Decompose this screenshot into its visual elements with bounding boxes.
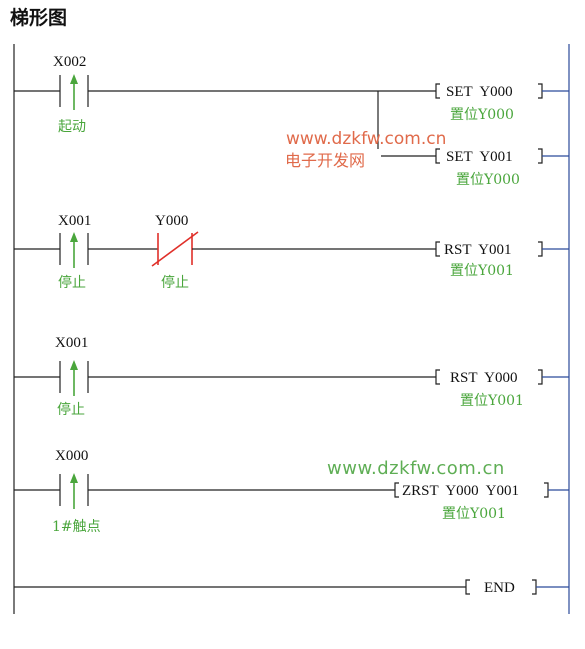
contact-address: Y000: [155, 213, 188, 229]
no-contact[interactable]: [59, 360, 89, 396]
watermark-site-name: 电子开发网: [285, 151, 365, 170]
watermark-url: www.dzkfw.com.cn: [286, 129, 446, 149]
instruction-comment: 置位Y001: [450, 263, 514, 279]
contact-label: 停止: [57, 401, 85, 418]
instruction-text: SET Y000: [446, 84, 513, 100]
no-contact[interactable]: [59, 74, 89, 110]
instruction-box[interactable]: SET Y000: [435, 83, 543, 100]
instruction-text: ZRST Y000 Y001: [402, 483, 519, 499]
diagram-title: 梯形图: [10, 6, 67, 29]
instruction-comment: 置位Y001: [460, 393, 524, 409]
contact-address: X001: [58, 213, 91, 229]
contact-label: 停止: [161, 274, 189, 291]
nc-contact[interactable]: [151, 231, 199, 267]
instruction-comment: 置位Y000: [456, 172, 520, 188]
rung-3: X001 停止 RST Y000 置位Y001: [14, 335, 569, 418]
instruction-text: SET Y001: [446, 149, 513, 165]
no-contact[interactable]: [59, 232, 89, 268]
contact-label: 1#触点: [52, 519, 101, 535]
no-contact[interactable]: [59, 473, 89, 509]
instruction-text: END: [484, 580, 515, 596]
instruction-box[interactable]: RST Y000: [435, 369, 543, 386]
contact-address: X002: [53, 54, 86, 70]
instruction-box[interactable]: SET Y001: [435, 148, 543, 165]
rung-1: X002 起动 SET Y000 置位Y000 SET Y001 置位Y000: [14, 54, 569, 188]
contact-address: X000: [55, 448, 88, 464]
contact-address: X001: [55, 335, 88, 351]
rung-4: X000 1#触点 www.dzkfw.com.cn ZRST Y000 Y00…: [14, 448, 569, 535]
instruction-comment: 置位Y000: [450, 107, 514, 123]
rung-2: X001 停止 Y000 停止 RST Y001 置位Y001: [14, 213, 569, 291]
instruction-comment: 置位Y001: [442, 506, 506, 522]
instruction-box[interactable]: END: [465, 579, 537, 596]
watermark-url: www.dzkfw.com.cn: [327, 458, 505, 479]
instruction-text: RST Y001: [444, 242, 512, 258]
instruction-box[interactable]: ZRST Y000 Y001: [394, 482, 549, 499]
contact-label: 起动: [58, 119, 86, 135]
rung-5: END: [14, 579, 569, 596]
contact-label: 停止: [58, 274, 86, 291]
instruction-text: RST Y000: [450, 370, 518, 386]
instruction-box[interactable]: RST Y001: [435, 241, 543, 258]
